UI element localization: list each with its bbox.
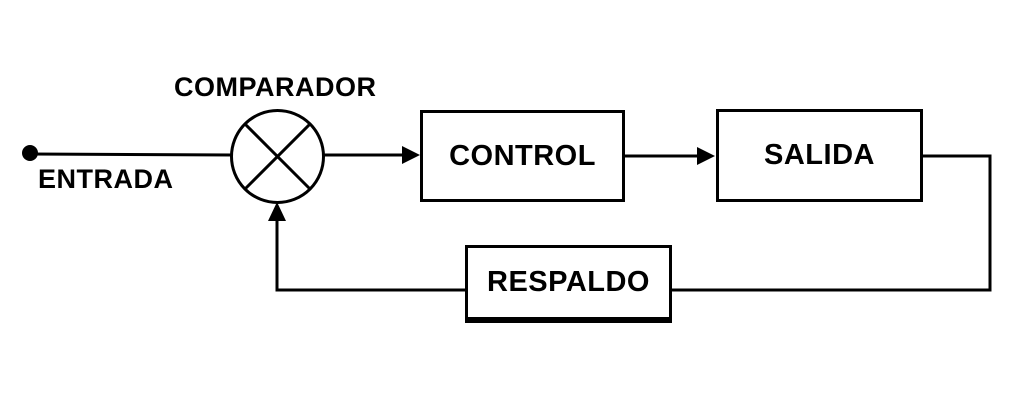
feedback-line xyxy=(275,154,992,292)
arrowhead-right-icon xyxy=(697,147,715,165)
arrowhead-right-icon xyxy=(402,146,420,164)
output-block-label: SALIDA xyxy=(764,139,875,171)
comparator-label: COMPARADOR xyxy=(174,72,377,102)
input-terminal-dot-icon xyxy=(22,145,38,161)
output-block: SALIDA xyxy=(716,109,923,202)
input-label: ENTRADA xyxy=(38,164,174,194)
feedback-arrowhead-up-icon xyxy=(268,202,286,221)
feedback-block-label: RESPALDO xyxy=(487,266,650,298)
control-block: CONTROL xyxy=(420,110,625,202)
feedback-block: RESPALDO xyxy=(465,245,672,323)
input-signal-line xyxy=(29,152,234,157)
control-block-label: CONTROL xyxy=(449,139,596,172)
comparator-cross-line xyxy=(243,122,312,191)
